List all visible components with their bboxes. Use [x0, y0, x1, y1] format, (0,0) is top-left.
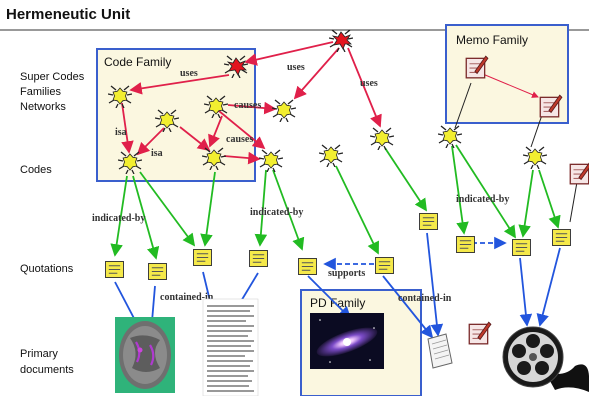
pd-family-label: PD Family [310, 296, 365, 310]
row-label-networks: Networks [20, 101, 66, 113]
code-icon [118, 151, 142, 174]
label-uses-1: uses [180, 68, 198, 79]
label-causes-2: causes [226, 134, 253, 145]
codes-group [108, 85, 547, 174]
label-indicated-by-2: indicated-by [250, 207, 303, 218]
label-uses-2: uses [287, 62, 305, 73]
memo-icon [569, 161, 589, 185]
label-supports: supports [328, 268, 365, 279]
memo-link-3 [569, 181, 578, 223]
code-icon [204, 95, 228, 118]
brain-scan-icon [115, 317, 175, 393]
film-reel-icon [502, 326, 589, 392]
ind-1 [110, 175, 128, 257]
code-family-label: Code Family [104, 55, 171, 69]
memo-icon [465, 55, 489, 79]
ind-6 [272, 169, 305, 251]
edge-isa-1 [121, 102, 134, 154]
label-isa-1: isa [115, 127, 127, 138]
ind-12 [538, 169, 561, 229]
code-icon [202, 147, 226, 170]
quotation-icon [193, 249, 212, 266]
super-code-icon [329, 29, 353, 52]
label-contained-in-1: contained-in [160, 292, 214, 303]
relation-labels: uses uses uses causes causes isa isa ind… [92, 62, 509, 304]
code-icon [108, 85, 132, 108]
cont-5 [307, 275, 352, 320]
memo-icon [539, 94, 563, 118]
cont-9 [536, 247, 561, 327]
edge-uses-2 [293, 47, 340, 100]
edge-causes-2 [208, 115, 223, 148]
quotation-icon [249, 250, 268, 267]
quotation-icon [419, 213, 438, 230]
code-icon [319, 144, 343, 167]
label-isa-2: isa [151, 148, 163, 159]
text-document-icon [202, 298, 259, 396]
edge-isa-2 [136, 127, 165, 156]
ind-3 [139, 171, 196, 247]
ind-9 [451, 145, 469, 235]
green-indicated-by [110, 144, 561, 260]
cont-6 [382, 275, 434, 339]
edge-causes-1 [227, 101, 277, 115]
red-relations [121, 41, 539, 165]
quotation-icon [105, 261, 124, 278]
label-indicated-by-3: indicated-by [456, 194, 509, 205]
row-label-codes: Codes [20, 164, 52, 176]
quotation-icon [552, 229, 571, 246]
ind-8 [384, 147, 427, 212]
row-label-quotations: Quotations [20, 263, 74, 275]
quotation-icon [148, 263, 167, 280]
quotation-icon [298, 258, 317, 275]
edge-causes-3 [218, 110, 266, 150]
super-code-icon [224, 55, 248, 78]
ind-10 [455, 144, 516, 239]
code-icon [259, 149, 283, 172]
code-icon [438, 125, 462, 148]
quotation-icon [512, 239, 531, 256]
memo-links [454, 82, 578, 223]
edge-uses-4 [129, 74, 230, 95]
code-icon [272, 99, 296, 122]
ind-7 [335, 165, 379, 255]
edge-uses-3 [347, 47, 382, 128]
row-label-families: Families [20, 86, 61, 98]
label-indicated-by-1: indicated-by [92, 213, 145, 224]
galaxy-image-icon [310, 313, 384, 369]
page-title: Hermeneutic Unit [6, 6, 130, 23]
cont-8 [519, 257, 533, 327]
edge-isa-3 [179, 126, 211, 152]
memo-icon [468, 321, 492, 345]
row-label-documents: documents [20, 364, 74, 376]
code-icon [370, 127, 394, 150]
edge-uses-1 [244, 41, 334, 66]
cont-7 [426, 232, 444, 337]
label-uses-3: uses [360, 78, 378, 89]
ind-2 [132, 175, 160, 260]
memo-link-2 [530, 111, 544, 148]
label-causes-1: causes [234, 100, 261, 111]
edge-causes-4 [223, 151, 261, 165]
code-icon [155, 109, 179, 132]
quotation-icon [456, 236, 475, 253]
quotation-icon [375, 257, 394, 274]
ind-5 [254, 169, 268, 247]
ind-4 [200, 171, 216, 247]
memo-family-label: Memo Family [456, 33, 528, 47]
label-contained-in-2: contained-in [398, 293, 452, 304]
edge-memo [477, 71, 539, 98]
memo-link-1 [454, 82, 472, 129]
paper-document-icon [427, 333, 453, 369]
code-icon [523, 146, 547, 169]
ind-11 [518, 169, 534, 238]
row-label-super-codes: Super Codes [20, 71, 85, 83]
row-label-primary: Primary [20, 348, 58, 360]
